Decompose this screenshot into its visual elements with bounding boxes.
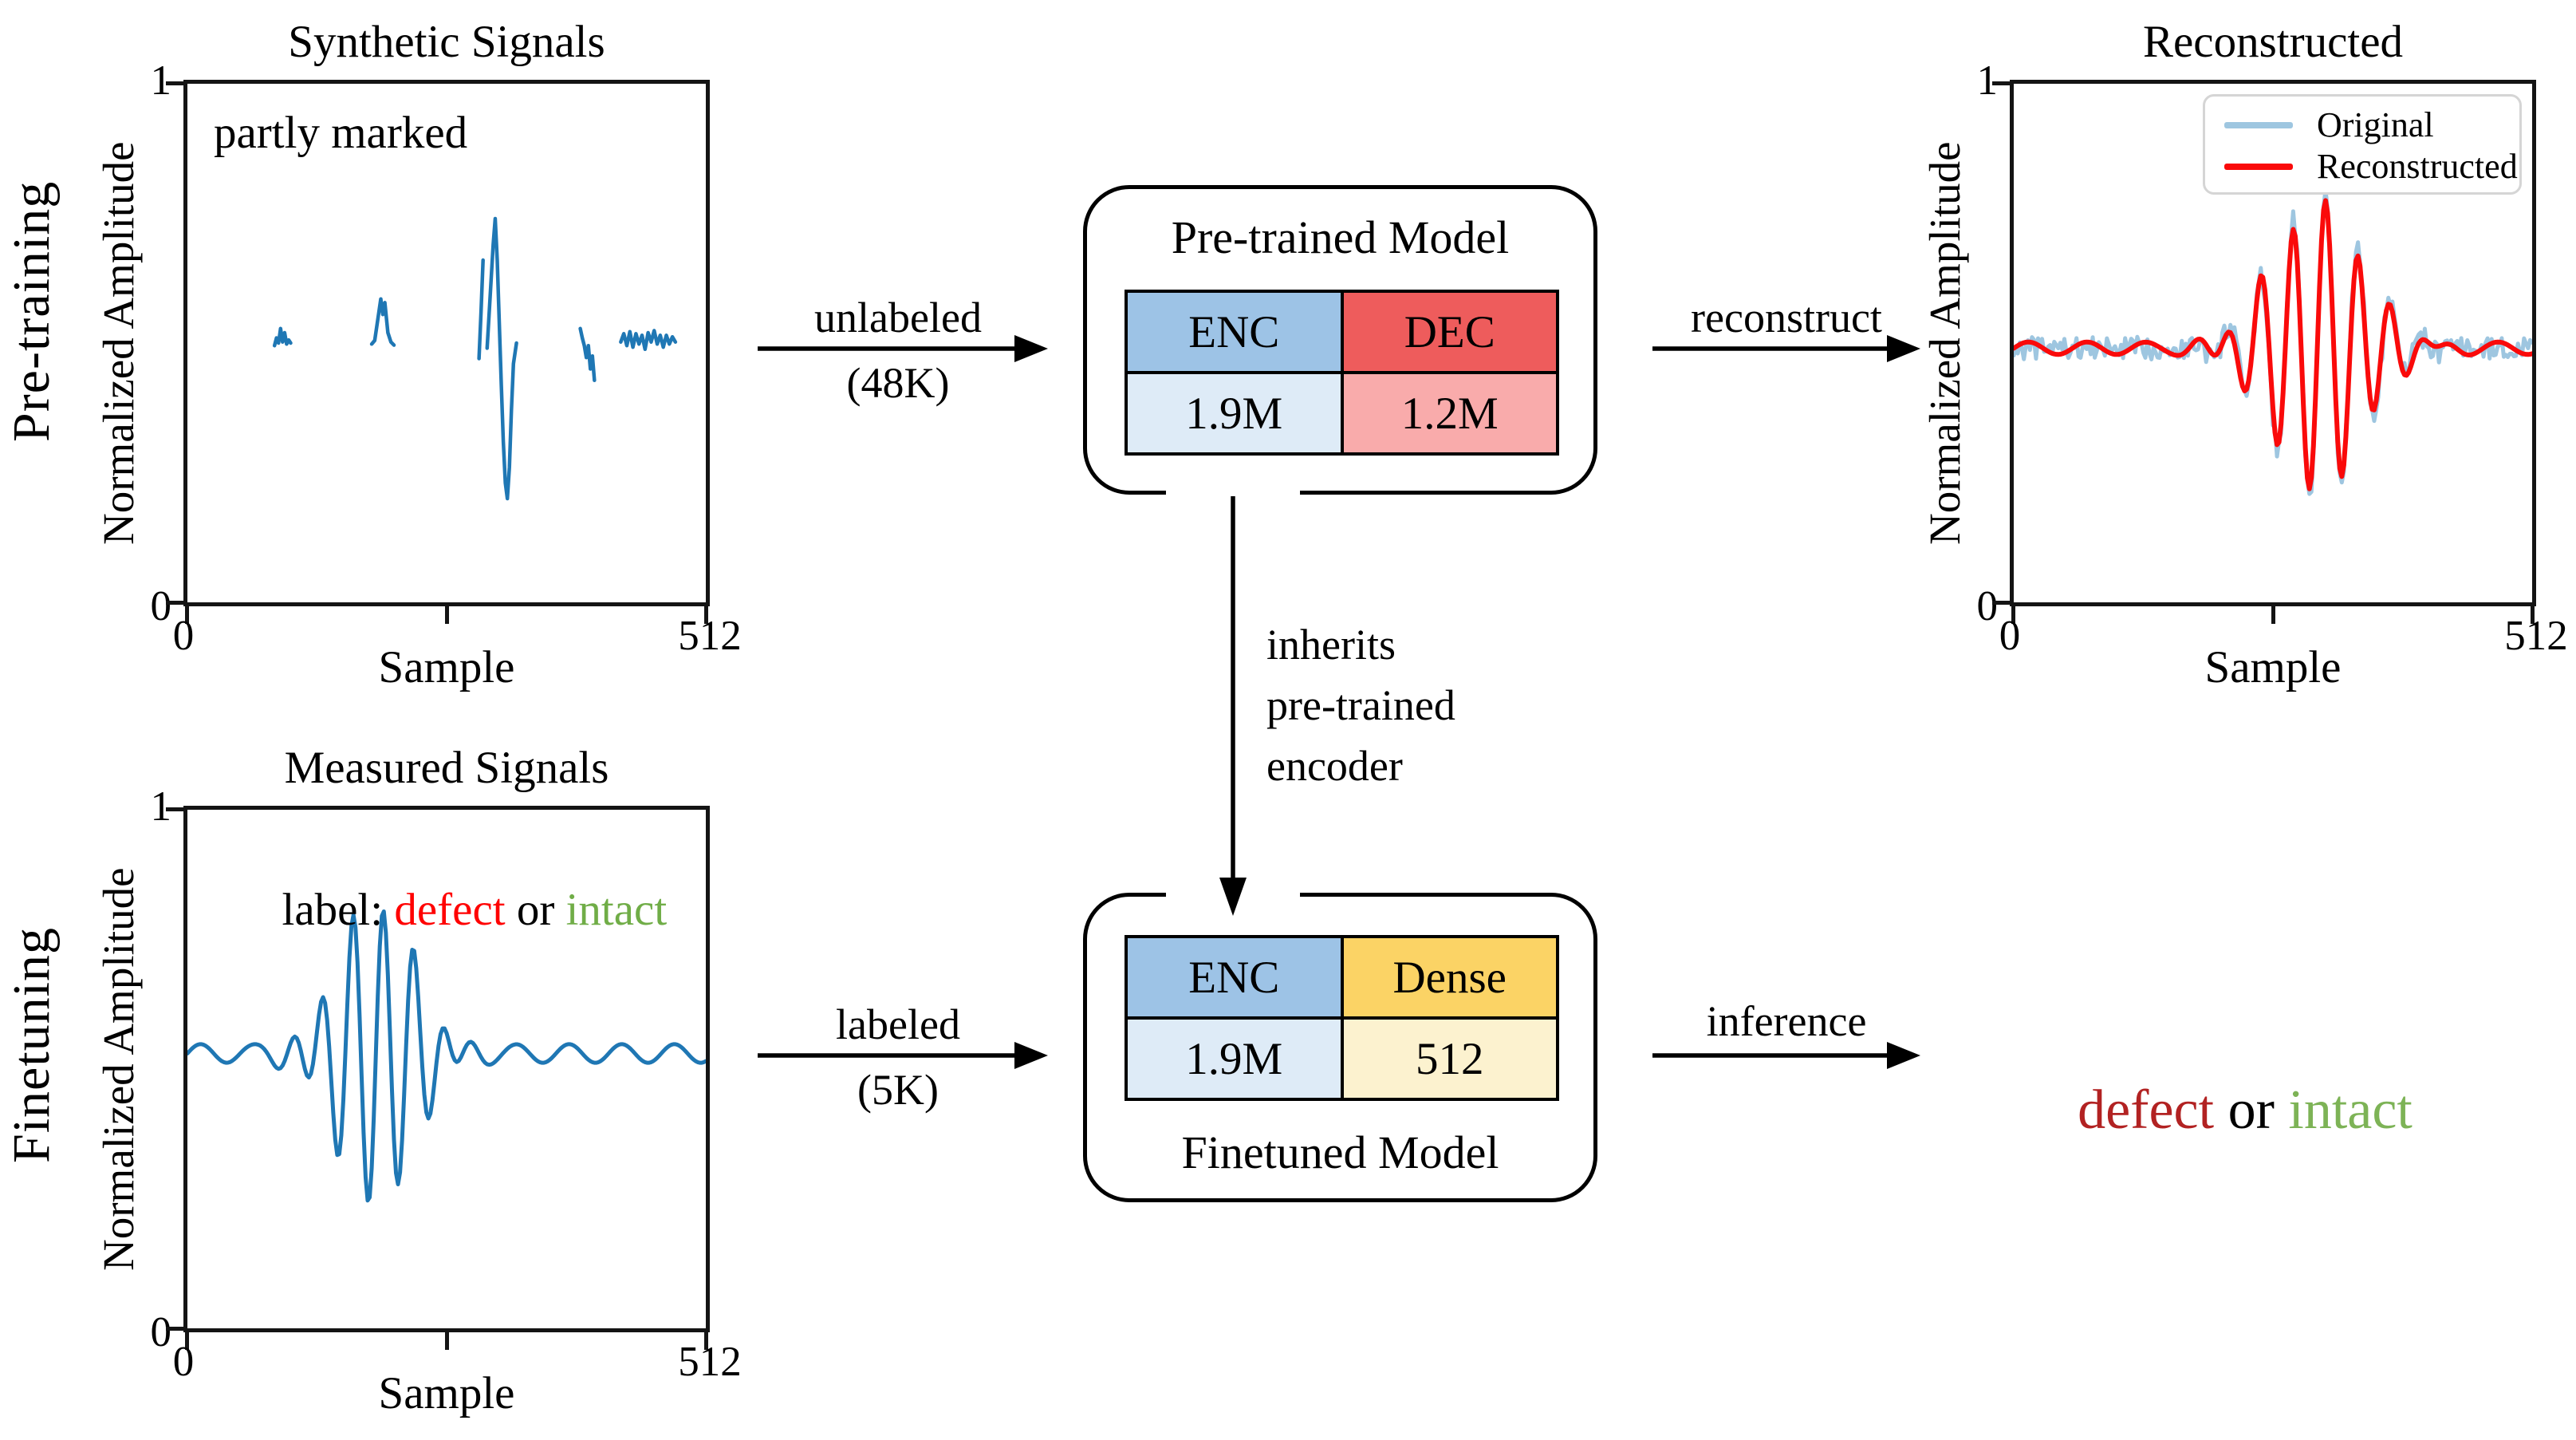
y-axis-label: Normalized Amplitude bbox=[1920, 141, 1969, 545]
inherits-line-2: pre-trained bbox=[1266, 681, 1455, 729]
x-tick-512: 512 bbox=[678, 613, 742, 659]
inherits-line-3: encoder bbox=[1266, 742, 1403, 790]
output-intact: intact bbox=[2288, 1079, 2413, 1141]
inherits-encoder-label: inherits pre-trained encoder bbox=[1266, 614, 1455, 796]
y-tickmark-top bbox=[166, 81, 183, 85]
annotation-partly-marked: partly marked bbox=[214, 108, 468, 158]
x-axis-label: Sample bbox=[378, 1368, 515, 1418]
y-tick-1: 1 bbox=[1976, 57, 1999, 104]
y-tickmark-bottom bbox=[166, 1327, 183, 1331]
x-tickmark-mid bbox=[2271, 606, 2275, 624]
row-label-finetuning: Finetuning bbox=[2, 927, 61, 1164]
enc-params-cell: 1.9M bbox=[1125, 1016, 1344, 1101]
x-tick-0: 0 bbox=[172, 613, 195, 659]
y-tickmark-top bbox=[1992, 81, 2010, 85]
finetuned-model-box: ENC Dense 1.9M 512 Finetuned Model bbox=[1083, 893, 1597, 1202]
x-tickmark-mid bbox=[445, 1332, 449, 1350]
reconstructed-line-swatch bbox=[2224, 164, 2293, 170]
y-tickmark-bottom bbox=[166, 601, 183, 605]
reconstructed-plot: Reconstructed Normalized Amplitude 1 0 O… bbox=[1910, 12, 2572, 714]
reconstruct-arrow-label: reconstruct bbox=[1691, 294, 1882, 341]
axes-box bbox=[166, 80, 710, 624]
plot-title: Reconstructed bbox=[2142, 17, 2404, 67]
labeled-arrow-label: labeled bbox=[836, 1000, 960, 1048]
x-tick-0: 0 bbox=[1999, 613, 2021, 659]
x-axis-label: Sample bbox=[378, 642, 515, 692]
x-tickmark-left bbox=[185, 606, 189, 624]
plot-title: Synthetic Signals bbox=[288, 17, 605, 67]
y-tick-1: 1 bbox=[150, 57, 172, 104]
label-prefix: label: bbox=[282, 885, 395, 935]
pretrained-model-table: ENC DEC 1.9M 1.2M bbox=[1125, 290, 1559, 456]
original-line-swatch bbox=[2224, 122, 2293, 128]
y-axis-label: Normalized Amplitude bbox=[94, 141, 143, 545]
x-tickmark-left bbox=[185, 1332, 189, 1350]
legend-box: Original Reconstructed bbox=[2203, 94, 2522, 195]
output-defect: defect bbox=[2078, 1079, 2215, 1141]
dense-cell: Dense bbox=[1340, 935, 1559, 1020]
finetuned-model-table: ENC Dense 1.9M 512 bbox=[1125, 935, 1559, 1101]
legend-label-original: Original bbox=[2317, 105, 2434, 144]
x-tickmark-right bbox=[704, 1332, 708, 1350]
row-label-pretraining: Pre-training bbox=[2, 180, 61, 442]
labeled-count-label: (5K) bbox=[857, 1066, 939, 1114]
signal-series-svg bbox=[187, 84, 706, 602]
output-or: or bbox=[2214, 1079, 2289, 1141]
inherits-line-1: inherits bbox=[1266, 621, 1396, 669]
y-tick-0: 0 bbox=[150, 583, 172, 629]
dec-cell: DEC bbox=[1340, 290, 1559, 374]
label-intact: intact bbox=[565, 885, 668, 935]
enc-params-cell: 1.9M bbox=[1125, 371, 1344, 456]
x-tick-512: 512 bbox=[678, 1339, 742, 1385]
dec-params-cell: 1.2M bbox=[1340, 371, 1559, 456]
pretrained-model-box: Pre-trained Model ENC DEC 1.9M 1.2M bbox=[1083, 185, 1597, 495]
unlabeled-count-label: (48K) bbox=[846, 359, 950, 407]
dense-params-cell: 512 bbox=[1340, 1016, 1559, 1101]
inference-output-text: defect or intact bbox=[1946, 1015, 2488, 1206]
signal-series-svg bbox=[187, 810, 706, 1328]
pretrained-model-title: Pre-trained Model bbox=[1171, 211, 1510, 263]
unlabeled-arrow-label: unlabeled bbox=[814, 294, 982, 341]
enc-cell: ENC bbox=[1125, 935, 1344, 1020]
axes-box bbox=[166, 806, 710, 1350]
x-tickmark-right bbox=[704, 606, 708, 624]
y-tick-0: 0 bbox=[150, 1309, 172, 1355]
measured-signals-plot: Measured Signals Normalized Amplitude 1 … bbox=[84, 738, 746, 1440]
inference-arrow-head bbox=[1887, 1042, 1920, 1069]
enc-cell: ENC bbox=[1125, 290, 1344, 374]
y-tick-0: 0 bbox=[1976, 583, 1999, 629]
x-axis-label: Sample bbox=[2204, 642, 2342, 692]
label-defect: defect bbox=[394, 885, 506, 935]
plot-title: Measured Signals bbox=[284, 743, 609, 793]
legend-label-reconstructed: Reconstructed bbox=[2317, 147, 2518, 186]
x-tick-0: 0 bbox=[172, 1339, 195, 1385]
x-tickmark-right bbox=[2531, 606, 2535, 624]
legend-row-reconstructed: Reconstructed bbox=[2224, 146, 2519, 187]
y-tickmark-bottom bbox=[1992, 601, 2010, 605]
legend-row-original: Original bbox=[2224, 105, 2519, 146]
x-tick-512: 512 bbox=[2504, 613, 2568, 659]
y-axis-label: Normalized Amplitude bbox=[94, 867, 143, 1271]
synthetic-signals-plot: Synthetic Signals Normalized Amplitude 1… bbox=[84, 12, 746, 714]
label-or: or bbox=[505, 885, 566, 935]
y-tickmark-top bbox=[166, 807, 183, 811]
finetuned-model-title: Finetuned Model bbox=[1181, 1126, 1499, 1178]
signal-series-svg bbox=[2014, 84, 2532, 602]
y-tick-1: 1 bbox=[150, 783, 172, 830]
figure-canvas: Pre-training Finetuning Synthetic Signal… bbox=[2, 12, 2572, 1416]
inference-arrow-label: inference bbox=[1706, 997, 1867, 1045]
annotation-label-classes: label: defect or intact bbox=[214, 834, 668, 987]
x-tickmark-left bbox=[2011, 606, 2015, 624]
x-tickmark-mid bbox=[445, 606, 449, 624]
